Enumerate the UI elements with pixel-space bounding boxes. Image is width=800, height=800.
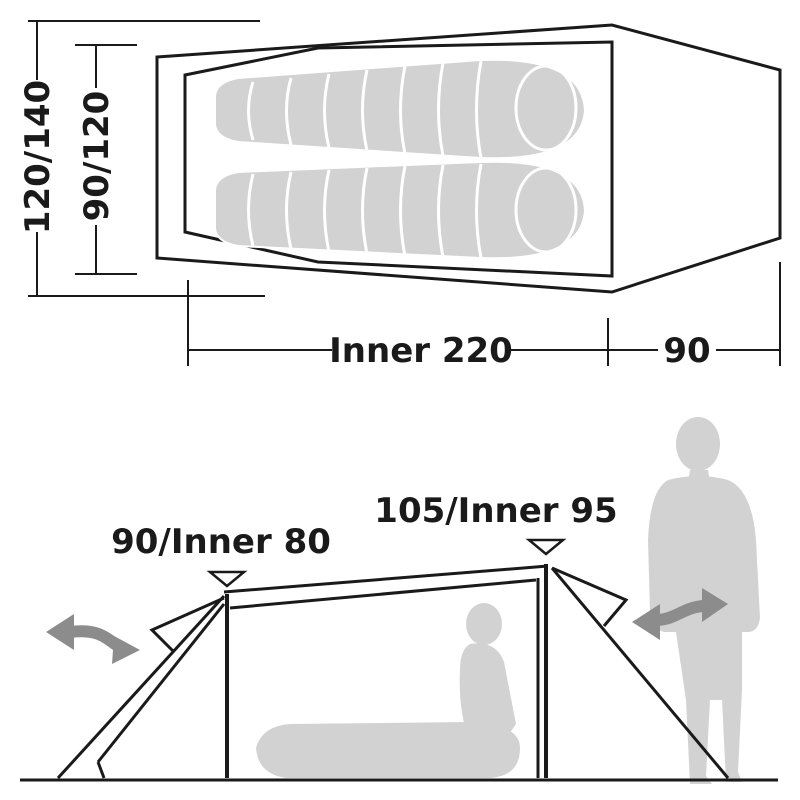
floor-plan: 120/140 90/120 Inner 220 90 — [18, 20, 782, 371]
inner-width-label: 90/120 — [77, 91, 117, 222]
standing-person-icon — [648, 417, 760, 784]
inner-width-dimension — [75, 44, 137, 275]
sleeping-bag-icon — [214, 58, 587, 160]
ventilation-arrow-icon — [632, 588, 728, 640]
outer-width-label: 120/140 — [18, 80, 58, 234]
outer-width-dimension — [28, 20, 265, 297]
tent-poles — [225, 564, 548, 778]
tent-side-outline — [56, 564, 730, 780]
length-dimension — [187, 262, 781, 366]
front-height-label: 90/Inner 80 — [111, 522, 331, 562]
side-view: 90/Inner 80 105/Inner 95 — [20, 417, 778, 784]
pole-marker-icon — [206, 570, 248, 588]
vestibule-length-label: 90 — [663, 331, 710, 371]
inner-length-label: Inner 220 — [329, 331, 513, 371]
ventilation-arrow-icon — [46, 614, 140, 664]
sitting-person-icon — [256, 603, 520, 778]
sleeping-bag-icon — [214, 160, 587, 260]
pole-marker-icon — [525, 538, 567, 556]
rear-height-label: 105/Inner 95 — [374, 491, 617, 531]
